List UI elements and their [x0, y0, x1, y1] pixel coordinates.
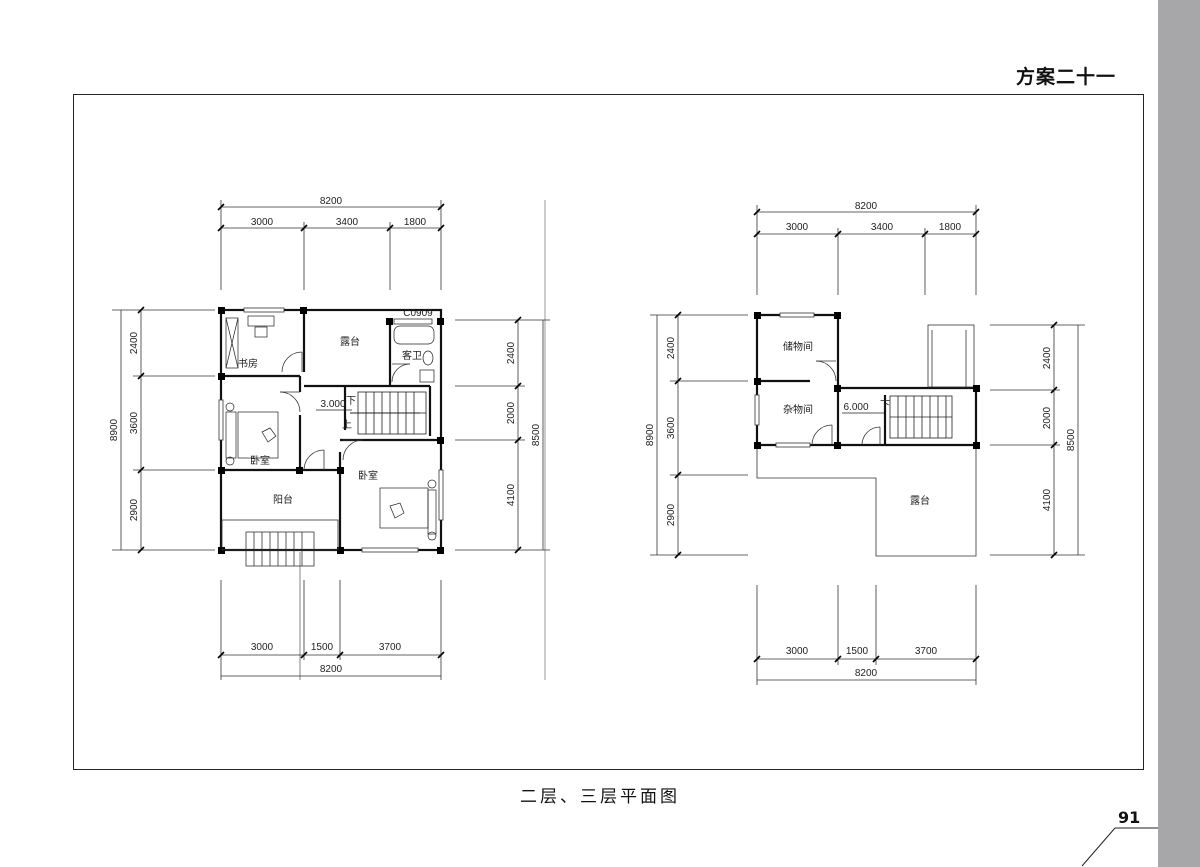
- dim-left-3: 2900: [666, 503, 677, 526]
- gray-side-band: [1158, 0, 1200, 867]
- dim-top-1: 3000: [251, 217, 274, 228]
- dim-overall-bottom: 8200: [320, 664, 343, 675]
- dim-top-3: 1800: [939, 222, 962, 233]
- dim-right-2: 2000: [1042, 406, 1053, 429]
- dim-right-1: 2400: [506, 341, 517, 364]
- dim-bottom-2: 1500: [846, 646, 869, 657]
- stair-down-left: 下: [346, 396, 356, 407]
- room-storage-label: 储物间: [783, 340, 813, 353]
- dim-top-1: 3000: [786, 222, 809, 233]
- dim-bottom-3: 3700: [379, 642, 402, 653]
- dim-bottom-1: 3000: [786, 646, 809, 657]
- stair-down-right: 下: [880, 400, 890, 411]
- dim-left-1: 2400: [129, 331, 140, 354]
- dim-right-total: 8500: [1066, 428, 1077, 451]
- page-title: 方案二十一: [1015, 66, 1116, 88]
- dim-right-2: 2000: [506, 401, 517, 424]
- dim-right-3: 4100: [1042, 488, 1053, 511]
- dim-top-2: 3400: [336, 217, 359, 228]
- level-mark-right: 6.000: [843, 402, 868, 413]
- room-bedroom-east-label: 卧室: [358, 469, 378, 482]
- dim-bottom-3: 3700: [915, 646, 938, 657]
- dim-left-2: 3600: [129, 411, 140, 434]
- dim-right-total: 8500: [531, 423, 542, 446]
- dim-overall-top: 8200: [320, 196, 343, 207]
- page-number: 91: [1118, 808, 1141, 827]
- dim-bottom-2: 1500: [311, 642, 334, 653]
- stair-up-left: 上: [342, 419, 352, 431]
- room-study-label: 书房: [238, 357, 258, 370]
- dim-top-3: 1800: [404, 217, 427, 228]
- dim-left-1: 2400: [666, 336, 677, 359]
- room-bedroom-west-label: 卧室: [250, 454, 270, 467]
- room-balcony-label: 阳台: [273, 493, 293, 506]
- dim-left-3: 2900: [129, 498, 140, 521]
- figure-caption: 二层、三层平面图: [520, 787, 680, 807]
- window-tag: C0909: [403, 308, 433, 319]
- dim-overall-top: 8200: [855, 201, 878, 212]
- drawing-frame: [73, 94, 1144, 770]
- level-mark-left: 3.000: [320, 399, 345, 410]
- room-terrace-label: 露台: [340, 335, 360, 348]
- dim-bottom-1: 3000: [251, 642, 274, 653]
- room-guest-bath-label: 客卫: [402, 349, 422, 362]
- dim-left-total: 8900: [109, 418, 120, 441]
- dim-left-total: 8900: [645, 423, 656, 446]
- room-terrace-label: 露台: [910, 494, 930, 507]
- dim-overall-bottom: 8200: [855, 668, 878, 679]
- dim-top-2: 3400: [871, 222, 894, 233]
- page-corner-line: [1081, 827, 1158, 867]
- dim-right-3: 4100: [506, 483, 517, 506]
- room-utility-label: 杂物间: [783, 403, 813, 416]
- dim-right-1: 2400: [1042, 346, 1053, 369]
- dim-left-2: 3600: [666, 416, 677, 439]
